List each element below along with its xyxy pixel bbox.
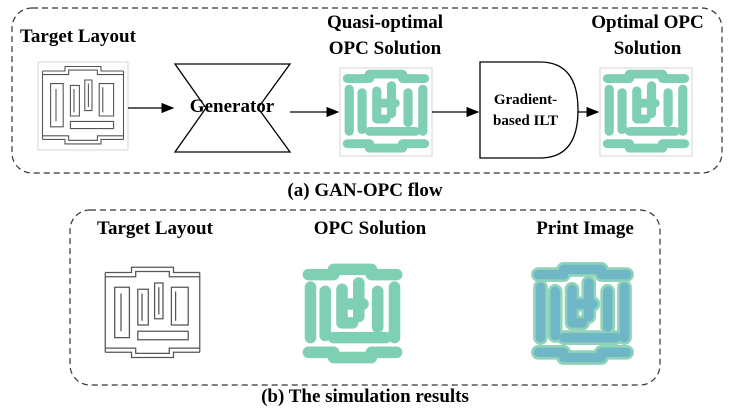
flow-caption: (a) GAN-OPC flow (287, 180, 443, 201)
ilt-label-line1: Gradient- (493, 92, 558, 108)
sim-target-label: Target Layout (97, 218, 213, 239)
quasi-label-line2: OPC Solution (328, 38, 442, 59)
simulation-panel (69, 209, 661, 386)
generator-block (173, 63, 292, 153)
ilt-block (479, 61, 579, 159)
sim-opc-solution-image (308, 269, 396, 357)
optimal-label-line2: Solution (613, 38, 682, 59)
sim-target-layout-image (104, 266, 201, 359)
sim-print-image (538, 269, 626, 357)
ilt-label-line2: based ILT (493, 113, 558, 129)
flow-panel (11, 7, 723, 174)
sim-print-label: Print Image (536, 218, 634, 239)
quasi-label-line1: Quasi-optimal (326, 12, 444, 33)
optimal-opc-image (599, 67, 693, 157)
flow-target-label: Target Layout (20, 26, 136, 47)
generator-label: Generator (189, 96, 275, 117)
simulation-caption: (b) The simulation results (261, 386, 469, 407)
optimal-label-line1: Optimal OPC (591, 12, 704, 33)
sim-opc-label: OPC Solution (313, 218, 427, 239)
quasi-optimal-opc-image (339, 67, 433, 157)
flow-target-layout-image (37, 61, 129, 151)
